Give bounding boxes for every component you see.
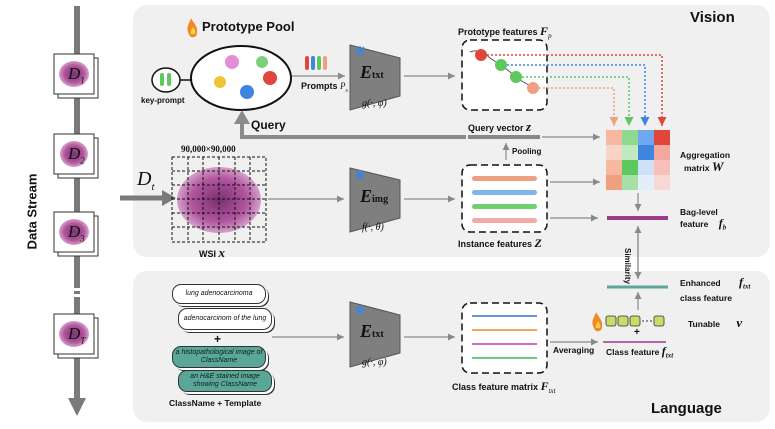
tunable-label: Tunable v	[688, 315, 743, 330]
etxt-vision-label: Etxt	[360, 62, 384, 82]
class-feature-plus: +	[634, 327, 640, 338]
plus-sign: +	[214, 332, 222, 346]
instance-features-box	[461, 164, 548, 233]
slide-d2-label: D2	[68, 144, 85, 166]
slide-d2	[53, 133, 99, 179]
template-box-1: lung adenocarcinoma	[172, 284, 266, 304]
eimg-func: f(·, θ)	[362, 222, 384, 233]
template-box-2: adenocarcinom of the lung	[178, 308, 272, 330]
dt-label: Dt	[137, 168, 155, 193]
slide-dt	[53, 313, 99, 359]
slide-d3	[53, 211, 99, 257]
prompts-label: Prompts Ps	[301, 81, 348, 94]
wsi-label: WSI x	[199, 245, 226, 260]
prototype-features-label: Prototype features Fp	[458, 24, 552, 40]
slide-d1	[53, 53, 99, 99]
key-prompt-label: key-prompt	[141, 96, 185, 105]
image-encoder	[349, 167, 401, 233]
etxt-language-label: Etxt	[360, 321, 384, 341]
template-box-4: an H&E stained image showing ClassName	[178, 370, 272, 392]
key-prompt-icon	[151, 67, 192, 93]
language-title: Language	[651, 400, 722, 417]
class-feature-matrix-label: Class feature matrix Ftxt	[452, 379, 556, 395]
prototype-pool	[190, 45, 292, 111]
prototype-features-box	[461, 39, 548, 111]
instance-features-label: Instance features Z	[458, 236, 542, 250]
wsi-size-label: 90,000×90,000	[181, 144, 236, 154]
text-encoder-vision	[349, 44, 401, 111]
slide-d1-label: D1	[68, 64, 85, 86]
bag-level-label: Bag-level feature fb	[680, 207, 727, 232]
aggregation-label: Aggregation matrix W	[680, 150, 731, 174]
tunable-tokens	[605, 315, 665, 327]
classname-template-label: ClassName + Template	[169, 398, 262, 408]
pooling-label: Pooling	[512, 147, 542, 156]
etxt-language-func: g(·, φ)	[362, 357, 387, 368]
prototype-pool-title: Prototype Pool	[202, 19, 295, 34]
class-feature-label: Class feature ftxt	[606, 344, 674, 360]
similarity-label: Similarity	[623, 248, 632, 285]
flame-icon	[187, 18, 198, 38]
prompt-tokens	[305, 56, 327, 70]
eimg-label: Eimg	[360, 186, 389, 206]
snowflake-icon	[355, 46, 365, 315]
query-vector-label: Query vector z	[468, 119, 532, 134]
query-label: Query	[251, 118, 286, 132]
vision-panel	[133, 5, 770, 257]
slide-dt-label: DT	[68, 324, 86, 346]
enhanced-class-feature-label: Enhanced ftxt class feature	[680, 275, 751, 303]
flame-icon-tunable	[592, 312, 603, 332]
query-arrow	[240, 122, 466, 139]
aggregation-matrix	[606, 130, 670, 190]
etxt-vision-func: g(·, φ)	[362, 98, 387, 109]
vision-title: Vision	[690, 9, 735, 26]
template-box-3: a histopathological image of ClassName	[172, 346, 266, 368]
data-stream-label: Data Stream	[24, 173, 40, 250]
language-panel	[133, 271, 770, 422]
slide-d3-label: D3	[68, 222, 85, 244]
text-encoder-language	[349, 301, 401, 368]
wsi-image	[171, 156, 267, 243]
class-feature-matrix-box	[461, 302, 548, 374]
averaging-label: Averaging	[553, 345, 595, 355]
data-stream	[53, 6, 99, 416]
